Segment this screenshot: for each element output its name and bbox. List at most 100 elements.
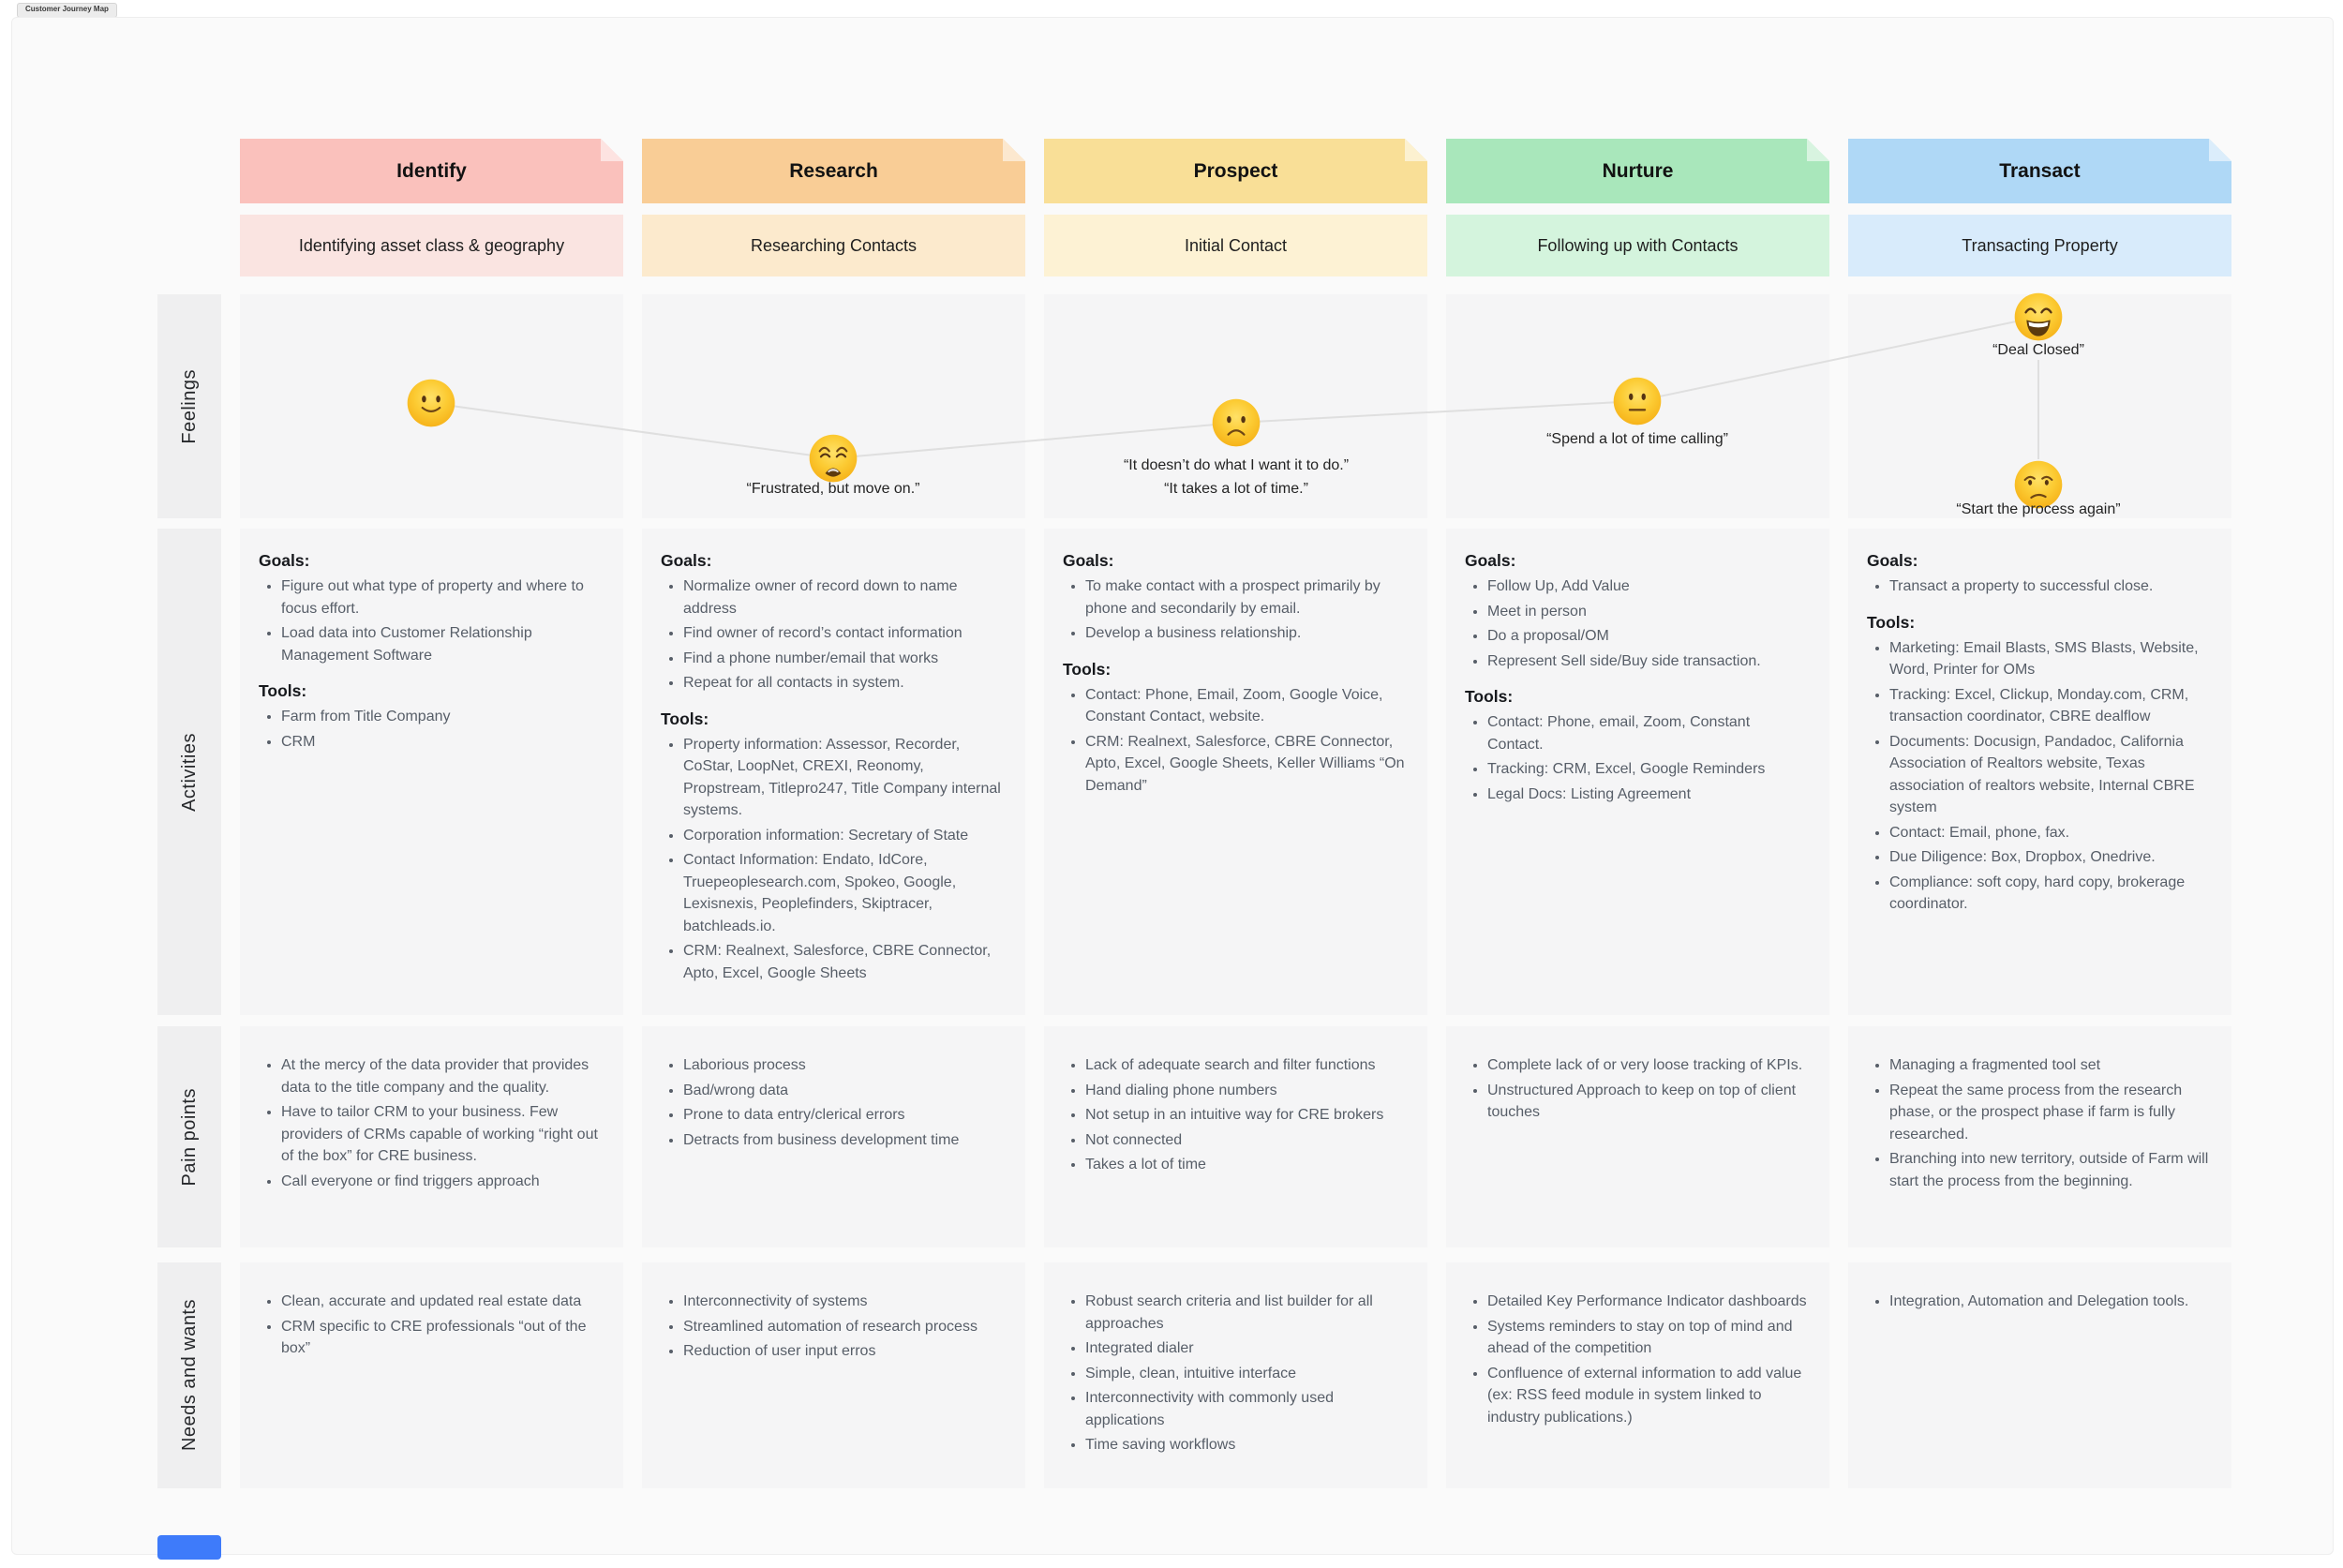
tools-list: Marketing: Email Blasts, SMS Blasts, Web… xyxy=(1867,637,2211,916)
subtitle-text: Transacting Property xyxy=(1962,235,2118,255)
pain-points-list: Managing a fragmented tool setRepeat the… xyxy=(1867,1054,2211,1192)
stage-name: Nurture xyxy=(1602,159,1674,182)
bullet-item: Detailed Key Performance Indicator dashb… xyxy=(1487,1291,1809,1313)
neutral-face-emoji[interactable] xyxy=(1612,376,1663,426)
activities-cell-transact[interactable]: Goals: Transact a property to successful… xyxy=(1848,529,2231,1015)
row-label-feelings[interactable]: Feelings xyxy=(157,294,221,518)
unamused-face-emoji[interactable] xyxy=(2013,459,2064,510)
needs-wants-cell-transact[interactable]: Integration, Automation and Delegation t… xyxy=(1848,1262,2231,1488)
bullet-item: Meet in person xyxy=(1487,601,1809,623)
bullet-item: Laborious process xyxy=(683,1054,1005,1077)
feeling-quote-transact-1[interactable]: “Deal Closed” xyxy=(1992,342,2084,358)
bullet-item: Managing a fragmented tool set xyxy=(1889,1054,2211,1077)
bullet-item: Compliance: soft copy, hard copy, broker… xyxy=(1889,872,2211,916)
bullet-item: Legal Docs: Listing Agreement xyxy=(1487,784,1809,806)
row-label-needs-wants[interactable]: Needs and wants xyxy=(157,1262,221,1488)
bullet-item: CRM: Realnext, Salesforce, CBRE Connecto… xyxy=(1085,731,1407,798)
needs-wants-cell-nurture[interactable]: Detailed Key Performance Indicator dashb… xyxy=(1446,1262,1829,1488)
bullet-item: CRM xyxy=(281,731,603,754)
feeling-quote-nurture[interactable]: “Spend a lot of time calling” xyxy=(1546,431,1728,447)
stage-subtitle-transact[interactable]: Transacting Property xyxy=(1848,215,2231,276)
needs-wants-cell-identify[interactable]: Clean, accurate and updated real estate … xyxy=(240,1262,623,1488)
needs-wants-list: Robust search criteria and list builder … xyxy=(1063,1291,1407,1456)
stage-header-identify[interactable]: Identify xyxy=(240,139,623,203)
needs-wants-cell-prospect[interactable]: Robust search criteria and list builder … xyxy=(1044,1262,1427,1488)
stage-header-transact[interactable]: Transact xyxy=(1848,139,2231,203)
subtitle-text: Initial Contact xyxy=(1184,235,1288,255)
bullet-item: Robust search criteria and list builder … xyxy=(1085,1291,1407,1335)
pain-points-list: At the mercy of the data provider that p… xyxy=(259,1054,603,1192)
stage-name: Identify xyxy=(396,159,467,182)
weary-face-emoji[interactable] xyxy=(808,433,858,484)
needs-wants-cell-research[interactable]: Interconnectivity of systemsStreamlined … xyxy=(642,1262,1025,1488)
tools-heading: Tools: xyxy=(1465,687,1514,706)
bullet-item: Hand dialing phone numbers xyxy=(1085,1080,1407,1102)
bullet-item: Corporation information: Secretary of St… xyxy=(683,825,1005,847)
activities-cell-nurture[interactable]: Goals: Follow Up, Add ValueMeet in perso… xyxy=(1446,529,1829,1015)
bullet-item: Lack of adequate search and filter funct… xyxy=(1085,1054,1407,1077)
bullet-item: Have to tailor CRM to your business. Few… xyxy=(281,1101,603,1168)
bullet-item: Time saving workflows xyxy=(1085,1434,1407,1456)
tools-list: Farm from Title CompanyCRM xyxy=(259,706,603,753)
feeling-quote-transact-2[interactable]: “Start the process again” xyxy=(1956,501,2121,517)
bullet-item: Develop a business relationship. xyxy=(1085,622,1407,645)
goals-list: Normalize owner of record down to name a… xyxy=(661,575,1005,694)
pain-points-list: Complete lack of or very loose tracking … xyxy=(1465,1054,1809,1124)
feeling-quote-prospect-2[interactable]: “It takes a lot of time.” xyxy=(1164,481,1308,497)
row-label-activities[interactable]: Activities xyxy=(157,529,221,1015)
bullet-item: Do a proposal/OM xyxy=(1487,625,1809,648)
tools-list: Contact: Phone, email, Zoom, Constant Co… xyxy=(1465,711,1809,805)
bullet-item: Contact: Phone, email, Zoom, Constant Co… xyxy=(1487,711,1809,755)
bullet-item: Load data into Customer Relationship Man… xyxy=(281,622,603,666)
pain-points-list: Laborious processBad/wrong dataProne to … xyxy=(661,1054,1005,1151)
stage-subtitle-prospect[interactable]: Initial Contact xyxy=(1044,215,1427,276)
pain-points-cell-nurture[interactable]: Complete lack of or very loose tracking … xyxy=(1446,1026,1829,1247)
bullet-item: CRM specific to CRE professionals “out o… xyxy=(281,1316,603,1360)
bullet-item: Figure out what type of property and whe… xyxy=(281,575,603,620)
stage-header-nurture[interactable]: Nurture xyxy=(1446,139,1829,203)
pain-points-cell-research[interactable]: Laborious processBad/wrong dataProne to … xyxy=(642,1026,1025,1247)
bullet-item: Repeat for all contacts in system. xyxy=(683,672,1005,694)
activities-cell-identify[interactable]: Goals: Figure out what type of property … xyxy=(240,529,623,1015)
stage-header-research[interactable]: Research xyxy=(642,139,1025,203)
stage-header-prospect[interactable]: Prospect xyxy=(1044,139,1427,203)
row-label-pain-points[interactable]: Pain points xyxy=(157,1026,221,1247)
activities-cell-research[interactable]: Goals: Normalize owner of record down to… xyxy=(642,529,1025,1015)
row-label-text: Feelings xyxy=(178,368,200,444)
bullet-item: Reduction of user input erros xyxy=(683,1340,1005,1363)
pain-points-cell-identify[interactable]: At the mercy of the data provider that p… xyxy=(240,1026,623,1247)
bullet-item: Detracts from business development time xyxy=(683,1129,1005,1152)
bullet-item: Documents: Docusign, Pandadoc, Californi… xyxy=(1889,731,2211,819)
pain-points-cell-prospect[interactable]: Lack of adequate search and filter funct… xyxy=(1044,1026,1427,1247)
stage-subtitle-identify[interactable]: Identifying asset class & geography xyxy=(240,215,623,276)
goals-heading: Goals: xyxy=(259,551,310,570)
feeling-quote-prospect-1[interactable]: “It doesn’t do what I want it to do.” xyxy=(1123,457,1350,473)
blue-sticky-note[interactable] xyxy=(157,1535,221,1560)
bullet-item: Due Diligence: Box, Dropbox, Onedrive. xyxy=(1889,846,2211,869)
bullet-item: Marketing: Email Blasts, SMS Blasts, Web… xyxy=(1889,637,2211,681)
bullet-item: Tracking: CRM, Excel, Google Reminders xyxy=(1487,758,1809,781)
bullet-item: Simple, clean, intuitive interface xyxy=(1085,1363,1407,1385)
bullet-item: Bad/wrong data xyxy=(683,1080,1005,1102)
goals-heading: Goals: xyxy=(1465,551,1516,570)
bullet-item: Integration, Automation and Delegation t… xyxy=(1889,1291,2211,1313)
stage-subtitle-research[interactable]: Researching Contacts xyxy=(642,215,1025,276)
file-tab[interactable]: Customer Journey Map xyxy=(17,3,117,18)
slightly-smiling-face-emoji[interactable] xyxy=(406,378,456,428)
bullet-item: Unstructured Approach to keep on top of … xyxy=(1487,1080,1809,1124)
pain-points-cell-transact[interactable]: Managing a fragmented tool setRepeat the… xyxy=(1848,1026,2231,1247)
activities-cell-prospect[interactable]: Goals: To make contact with a prospect p… xyxy=(1044,529,1427,1015)
bullet-item: CRM: Realnext, Salesforce, CBRE Connecto… xyxy=(683,940,1005,984)
frowning-face-emoji[interactable] xyxy=(1211,397,1261,448)
feeling-quote-research[interactable]: “Frustrated, but move on.” xyxy=(746,481,920,497)
stage-subtitle-nurture[interactable]: Following up with Contacts xyxy=(1446,215,1829,276)
tools-heading: Tools: xyxy=(1063,659,1112,679)
row-label-text: Pain points xyxy=(178,1087,200,1187)
subtitle-text: Researching Contacts xyxy=(750,235,918,255)
tools-heading: Tools: xyxy=(259,681,307,700)
tools-heading: Tools: xyxy=(661,709,709,728)
needs-wants-list: Integration, Automation and Delegation t… xyxy=(1867,1291,2211,1313)
folded-corner xyxy=(601,139,623,161)
beaming-face-emoji[interactable] xyxy=(2013,291,2064,342)
